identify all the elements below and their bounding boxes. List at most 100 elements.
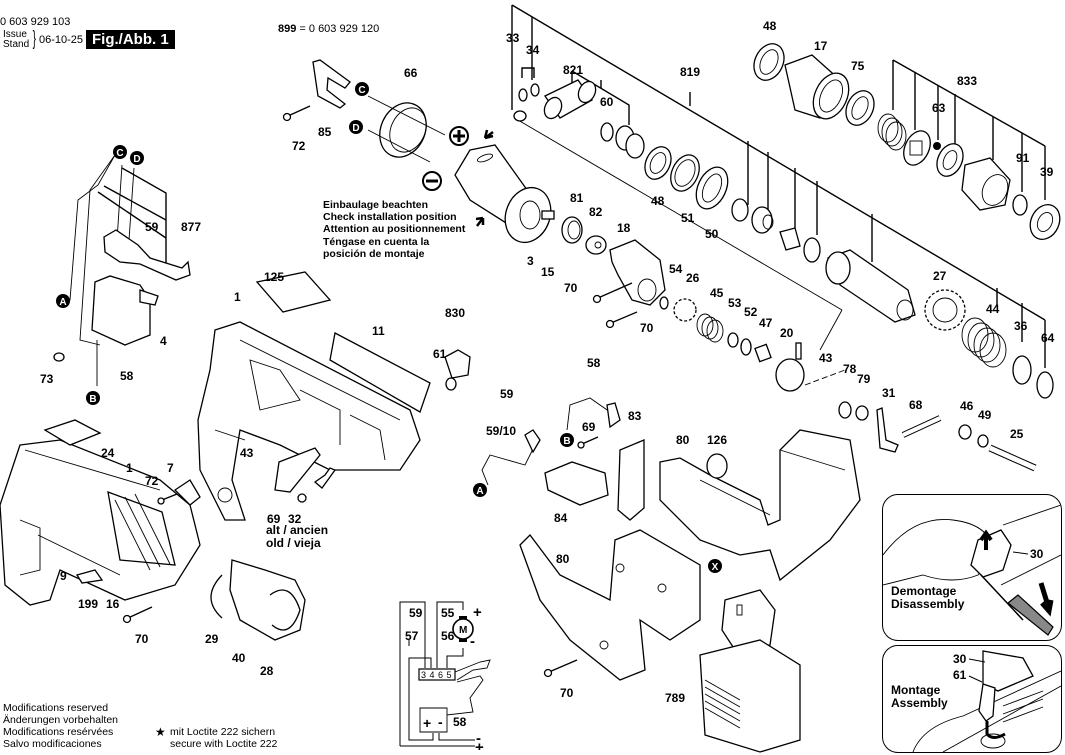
- part-number-label: 26: [686, 271, 700, 285]
- note-line: Einbaulage beachten: [323, 199, 429, 211]
- wire-d: [367, 129, 431, 163]
- disassembly-inset: 30 Demontage Disassembly: [882, 494, 1062, 641]
- motor-plus-label: +: [473, 604, 482, 621]
- part-number-label: 3: [527, 254, 534, 268]
- part-number-label: 28: [260, 664, 274, 678]
- part-number-label: 46: [960, 399, 974, 413]
- part-number-label: 34: [526, 43, 540, 57]
- part-bushing: [751, 206, 774, 234]
- part-53-washer: [727, 332, 739, 348]
- loctite-notice: ★ mit Loctite 222 sichern secure with Lo…: [155, 726, 277, 750]
- part-36-ring: [1012, 355, 1032, 385]
- part-number-label: 24: [101, 446, 115, 460]
- part-number-label: 18: [617, 221, 631, 235]
- part-number-label: 69: [267, 512, 281, 526]
- svg-text:B: B: [89, 394, 96, 405]
- part-number-label: 84: [554, 511, 568, 525]
- part-number-label: 70: [640, 321, 654, 335]
- wire-d-lead: [128, 167, 135, 241]
- disassembly-title-de: Demontage: [891, 584, 957, 598]
- bracket-819: [511, 4, 1046, 368]
- svg-text:A: A: [59, 297, 66, 308]
- note-line: Check installation position: [323, 211, 457, 224]
- note-line: posición de montaje: [323, 247, 425, 260]
- part-number-label: 52: [744, 305, 758, 319]
- down-arrow-icon: [1038, 582, 1054, 617]
- part-number-label: 15: [541, 265, 555, 279]
- part-75-ring: [845, 90, 875, 126]
- wire-label-58: 58: [453, 715, 467, 729]
- part-789-battery-pack: [699, 589, 801, 753]
- part-washer: [936, 143, 964, 177]
- part-number-label: 49: [978, 408, 992, 422]
- part-number-label: 82: [589, 205, 603, 219]
- part-number-label: 25: [1010, 427, 1024, 441]
- part-number-label: 11: [372, 324, 385, 338]
- kit-reference: 899 = 0 603 929 120: [278, 23, 379, 35]
- part-69-screw-2: [577, 436, 599, 449]
- part-number-label: 199: [78, 597, 98, 611]
- part-number-label: 72: [145, 474, 159, 488]
- part-821-cylinder: [543, 79, 597, 120]
- part-number-label: 54: [669, 262, 683, 276]
- part-72-screw: [282, 105, 311, 122]
- part-number-label: 830: [445, 306, 465, 320]
- part-number-label: 63: [932, 101, 946, 115]
- inset-part-30: 30: [953, 652, 967, 666]
- part-80-base-lower: [519, 529, 701, 681]
- part-spring: [877, 113, 907, 151]
- wire-label-55: 55: [441, 606, 455, 620]
- part-number-label: 4: [160, 334, 167, 348]
- part-number-label: 80: [556, 552, 570, 566]
- assembly-illustration: 30 61: [912, 650, 1061, 752]
- part-43-dashed: [804, 369, 846, 386]
- supply-minus-label: -: [476, 730, 481, 747]
- switch-terminal-block: [418, 668, 456, 681]
- installation-arrow-icon: [483, 129, 494, 140]
- part-number-label: 79: [857, 372, 871, 386]
- part-number-label: 20: [780, 326, 794, 340]
- part-number-label: 32: [288, 512, 302, 526]
- wire-c: [367, 95, 446, 136]
- part-25-shaft: [988, 444, 1037, 472]
- part-number-label: 69: [582, 420, 596, 434]
- installation-note: Einbaulage beachten Check installation p…: [323, 199, 465, 260]
- part-46-bushing: [958, 424, 972, 440]
- part-1-housing-outer: [0, 439, 201, 606]
- assembly-title-de: Montage: [891, 683, 941, 697]
- part-34-rings: [518, 83, 540, 102]
- part-126-disc: [706, 453, 728, 479]
- note-line: Attention au positionnement: [323, 223, 466, 236]
- part-number-label: 83: [628, 409, 642, 423]
- part-58-tab: [606, 402, 621, 429]
- assembly-title: Montage Assembly: [891, 684, 948, 710]
- minus-terminal-icon: [422, 171, 442, 191]
- part-number-label: 44: [986, 302, 1000, 316]
- part-72-screw-2: [157, 493, 178, 505]
- part-66-ring: [379, 102, 427, 158]
- modifications-line: Änderungen vorbehalten: [3, 714, 119, 726]
- connector-b-badge: B: [86, 391, 100, 405]
- part-26-gear: [673, 298, 697, 322]
- part-number-label: 17: [814, 39, 828, 53]
- terminal-numbers: 3 4 6 5: [421, 670, 452, 680]
- part-number-label: 50: [705, 227, 719, 241]
- part-number-label: 59: [500, 387, 514, 401]
- part-59-contact-wire: [481, 444, 536, 486]
- part-63-ball: [933, 142, 941, 150]
- svg-text:D: D: [133, 154, 140, 165]
- part-number-label: 39: [1040, 165, 1054, 179]
- part-52-bearing: [740, 338, 752, 356]
- part-number-label: 126: [707, 433, 727, 447]
- issue-label-en: Issue: [3, 29, 27, 40]
- issue-label: Issue Stand: [3, 30, 29, 50]
- part-44-spring: [961, 317, 1007, 368]
- svg-text:D: D: [352, 123, 359, 134]
- part-piston: [615, 125, 645, 159]
- part-84-battery-contact: [544, 461, 609, 506]
- part-125-label: [255, 271, 332, 313]
- part-o-ring: [803, 237, 821, 263]
- connector-a-badge: A: [473, 483, 487, 497]
- kit-reference-key: 899: [278, 23, 297, 35]
- part-number-label: 9: [60, 569, 67, 583]
